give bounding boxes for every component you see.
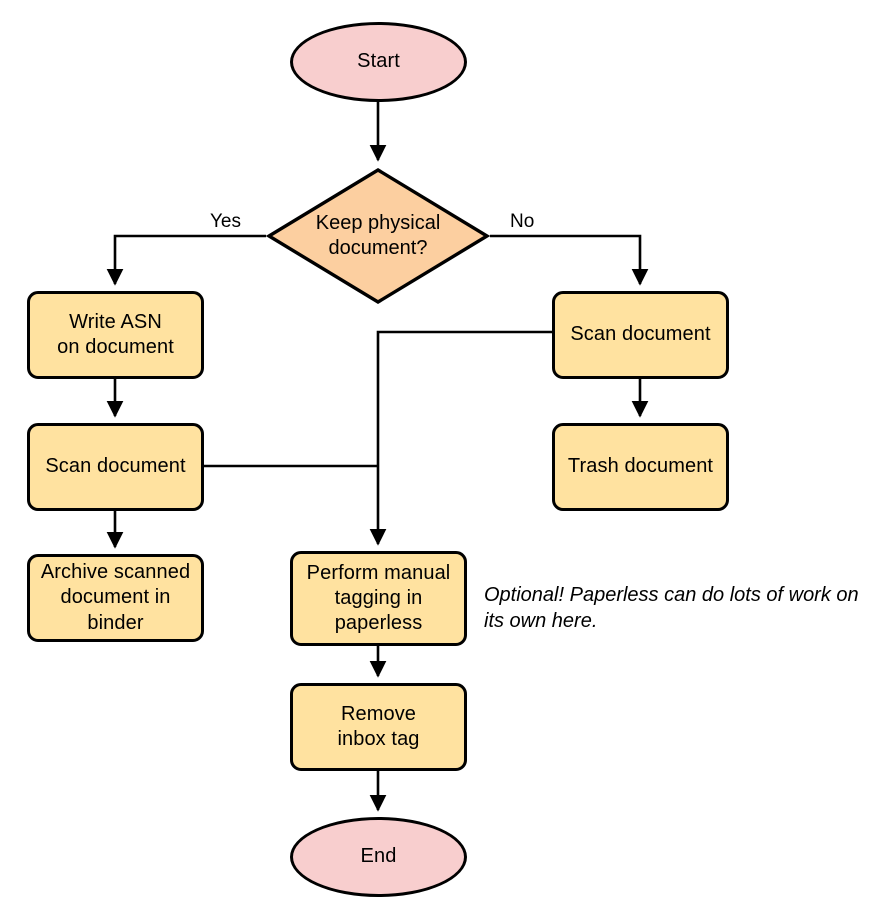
node-decision-label: Keep physical document? bbox=[315, 211, 441, 259]
node-perform-manual-tagging-in-paperless[interactable]: Perform manual tagging in paperless bbox=[290, 551, 467, 646]
edge-label-no: No bbox=[510, 211, 535, 232]
node-archive-scanned-document-in-binder[interactable]: Archive scanned document in binder bbox=[27, 554, 204, 642]
annotation-optional-note: Optional! Paperless can do lots of work … bbox=[484, 584, 859, 632]
node-decision-keep-physical-document[interactable]: Keep physical document? bbox=[265, 167, 491, 305]
node-write-asn-on-document[interactable]: Write ASN on document bbox=[27, 291, 204, 379]
node-start[interactable]: Start bbox=[290, 22, 467, 102]
node-trash-document[interactable]: Trash document bbox=[552, 423, 729, 511]
edge-decision-yes-to-write-asn bbox=[106, 234, 266, 286]
node-scan-document-left[interactable]: Scan document bbox=[27, 423, 204, 511]
edge-decision-no-to-scan-right bbox=[490, 234, 649, 286]
node-end[interactable]: End bbox=[290, 817, 467, 897]
edge-scan-right-to-manual-tagging bbox=[369, 330, 552, 546]
node-scan-document-right[interactable]: Scan document bbox=[552, 291, 729, 379]
edge-label-yes: Yes bbox=[210, 211, 241, 232]
node-remove-inbox-tag[interactable]: Remove inbox tag bbox=[290, 683, 467, 771]
diamond-shape bbox=[265, 168, 491, 304]
